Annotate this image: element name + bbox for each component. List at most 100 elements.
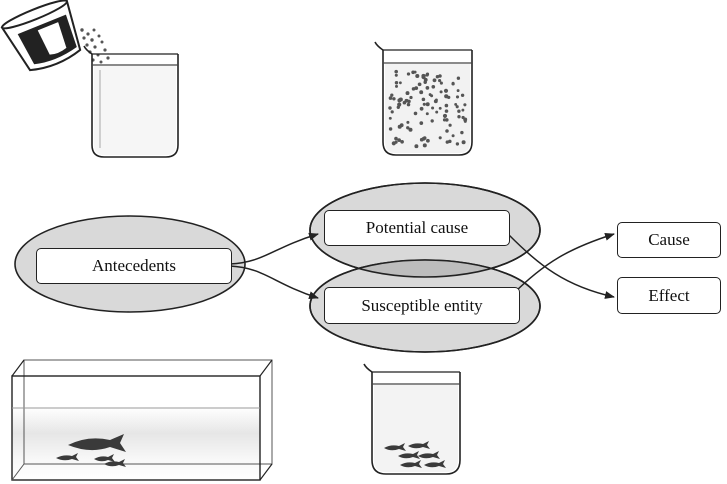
particle-dot [394, 136, 398, 141]
particle-dot [398, 97, 403, 102]
particle-dot [463, 103, 467, 107]
particle-dot [454, 102, 458, 106]
particle-dot [421, 97, 426, 102]
particle-dot [461, 140, 466, 145]
arrow-antecedents-to-susceptible-entity [229, 265, 319, 300]
particle-dot [417, 82, 422, 87]
particle-dot [432, 78, 437, 83]
particle-dot [435, 110, 439, 114]
particle-dot [421, 73, 426, 78]
beaker-with-pouring-particles-icon [0, 0, 179, 158]
particle-dot [457, 109, 461, 113]
particle-dot [406, 72, 411, 76]
particle-dot [431, 106, 435, 110]
particle-dot [455, 95, 460, 99]
particle-dot [444, 109, 449, 113]
particle-dot [414, 144, 419, 149]
particle-dot [430, 119, 434, 123]
particle-dot [405, 91, 410, 96]
particle-dot [396, 105, 400, 109]
antecedents-box: Antecedents [36, 248, 232, 284]
particle-dot [461, 115, 465, 120]
particle-dot [392, 97, 396, 101]
particle-dot [388, 116, 392, 120]
particle-dot [388, 106, 392, 110]
particle-dot [390, 93, 394, 97]
particle-dot [439, 90, 443, 94]
particle-dot [445, 129, 449, 133]
particle-dot [456, 76, 461, 80]
effect-box: Effect [617, 277, 721, 314]
particle-dot [406, 126, 410, 130]
particle-dot [397, 124, 402, 129]
particle-dot [438, 79, 442, 83]
particle-dot [406, 120, 410, 124]
particle-dot [425, 86, 430, 90]
particle-dot [442, 118, 447, 122]
particle-dot [415, 73, 420, 79]
particle-dot [409, 95, 413, 100]
particle-dot [439, 81, 443, 85]
particle-dot [456, 89, 460, 93]
particle-dot [419, 90, 424, 95]
particle-dot [445, 140, 450, 144]
particle-dot [448, 123, 452, 127]
particle-dot [425, 73, 429, 77]
particle-dot [422, 102, 426, 106]
particle-dot [422, 143, 427, 148]
particle-dot [390, 110, 394, 114]
particle-dot [423, 80, 427, 84]
particle-dot [435, 75, 440, 79]
particle-dot [444, 103, 449, 108]
particle-dot [425, 112, 429, 116]
particle-dot [438, 106, 442, 110]
cause-box: Cause [617, 222, 721, 258]
fish-aquarium-icon [11, 359, 273, 481]
potential-cause-box: Potential cause [324, 210, 510, 246]
particle-dot [461, 108, 465, 112]
particle-dot [395, 84, 398, 88]
particle-dot [419, 106, 424, 111]
particle-dot [460, 93, 465, 98]
arrow-susceptible-entity-to-cause [511, 232, 615, 296]
particle-dot [434, 98, 438, 102]
particle-dot [388, 127, 393, 131]
particle-dot [426, 138, 430, 143]
particle-dot [394, 140, 398, 144]
particle-dot [405, 98, 409, 102]
particle-dot [413, 111, 418, 116]
particle-dot [394, 73, 398, 77]
particle-dot [419, 121, 424, 125]
particle-dot [455, 142, 460, 146]
particle-dot [425, 102, 430, 107]
arrow-potential-cause-to-effect [507, 233, 615, 299]
particle-dot [419, 137, 424, 142]
particle-dot [445, 118, 449, 122]
particle-dot [400, 139, 404, 144]
particle-dot [394, 69, 398, 74]
particle-dot [388, 96, 393, 100]
particle-dot [457, 115, 461, 119]
particle-dot [451, 134, 455, 138]
particle-dot [460, 130, 464, 135]
particle-dot [399, 81, 402, 85]
particle-dot [428, 93, 432, 97]
particle-dot [463, 119, 467, 123]
particle-dot [431, 84, 436, 89]
particle-dot [438, 74, 442, 78]
particle-dot [411, 87, 416, 91]
arrow-antecedents-to-potential-cause [229, 232, 319, 265]
particle-dot [442, 113, 448, 118]
particle-dot [455, 105, 459, 109]
particle-dot [397, 138, 401, 142]
particle-dot [413, 70, 417, 74]
particle-dot [406, 102, 411, 107]
particle-dot [438, 136, 442, 140]
beaker-with-suspended-particles-icon [374, 41, 473, 156]
particle-dot [408, 127, 413, 132]
susceptible-entity-box: Susceptible entity [324, 287, 520, 324]
particle-dot [394, 80, 399, 85]
beaker-with-fish-icon [363, 363, 461, 475]
particle-dot [444, 94, 449, 99]
particle-dot [451, 82, 455, 86]
